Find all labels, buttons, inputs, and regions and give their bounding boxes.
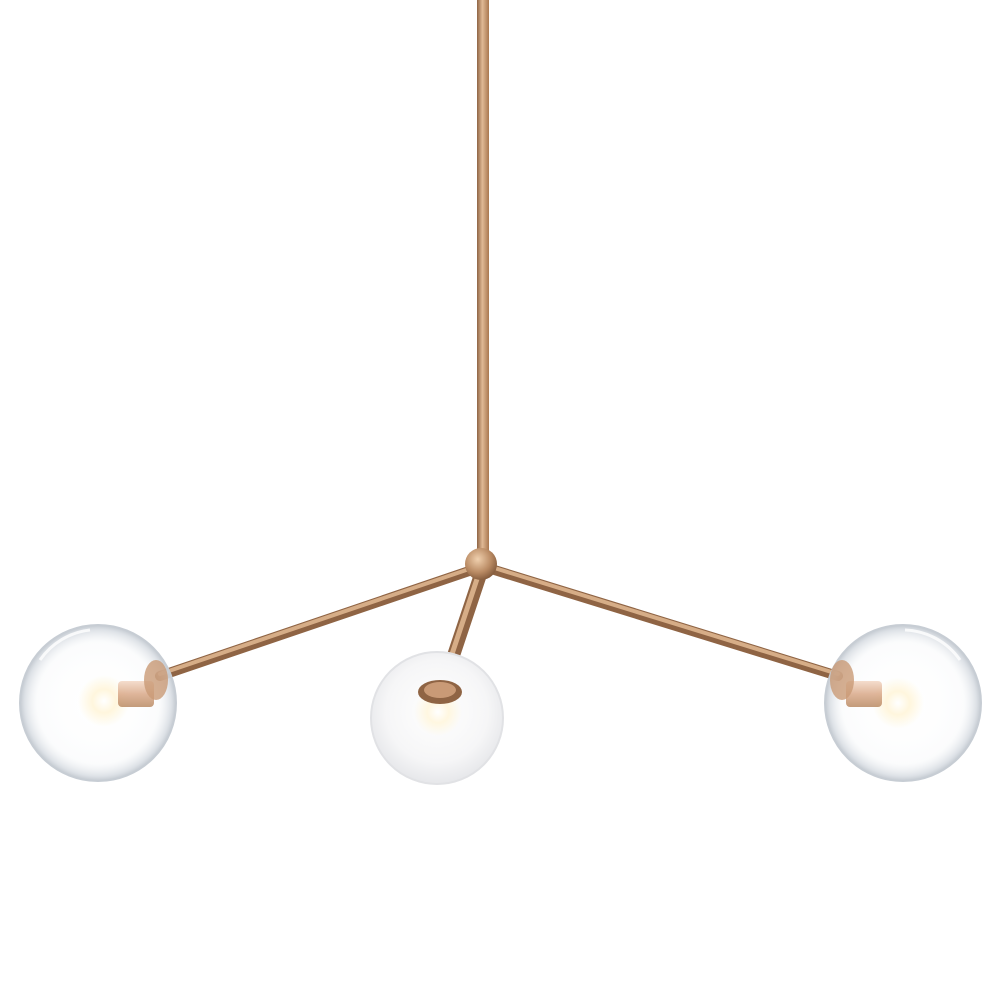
right-globe (824, 624, 982, 782)
right-socket (846, 681, 882, 707)
right-arm (483, 563, 843, 681)
left-globe (19, 624, 177, 782)
right-bulb (872, 677, 924, 729)
center-hub (465, 548, 497, 580)
center-globe (370, 651, 504, 785)
left-arm (155, 563, 483, 681)
suspension-rod (477, 0, 489, 560)
left-bulb (78, 675, 130, 727)
